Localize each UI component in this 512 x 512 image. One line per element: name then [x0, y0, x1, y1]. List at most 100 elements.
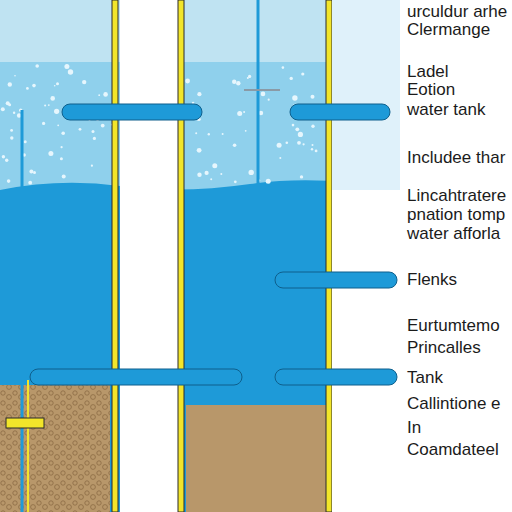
bubble	[303, 143, 305, 145]
bubble	[301, 72, 304, 75]
bubble	[220, 173, 222, 175]
pipe-wall	[178, 0, 184, 512]
water-body	[0, 180, 400, 512]
bubble	[245, 130, 247, 132]
bubble	[290, 77, 293, 80]
callout-label: Tank	[407, 368, 443, 388]
bubble	[60, 157, 63, 160]
callout-label: Eurtumtemo	[407, 316, 500, 336]
callout-label: Princalles	[407, 338, 481, 358]
bubble	[210, 178, 212, 180]
bubble	[197, 92, 201, 96]
bubble	[35, 64, 39, 68]
bubble	[298, 132, 303, 137]
callout-label: Includee thar	[407, 148, 505, 168]
side-panel	[332, 190, 400, 512]
bubble	[212, 163, 217, 168]
dip-tube	[21, 110, 24, 512]
bubble	[208, 133, 210, 135]
bubble	[98, 94, 100, 96]
bubble	[13, 112, 15, 114]
bubble	[54, 85, 56, 87]
pipe-column	[120, 0, 182, 512]
bubble	[222, 133, 224, 135]
bubble	[311, 148, 313, 150]
side-panel	[332, 0, 400, 512]
bubble	[56, 82, 59, 85]
level-mark	[244, 89, 280, 91]
float-marker	[6, 418, 44, 428]
bubble	[7, 179, 11, 183]
bubble	[64, 64, 69, 69]
bubble	[282, 66, 285, 69]
bubble	[57, 124, 59, 126]
bubble	[237, 111, 242, 116]
bubble	[249, 170, 254, 175]
bubble	[261, 92, 266, 97]
callout-label: water tank	[407, 100, 485, 120]
bubble	[103, 92, 108, 97]
bubble	[29, 170, 33, 174]
bubble	[205, 171, 209, 175]
bubble	[234, 180, 237, 183]
callout-label: urculdur arhe	[407, 2, 507, 22]
bubble	[62, 174, 66, 178]
bubble	[54, 109, 59, 114]
bubble	[197, 148, 202, 153]
dip-tube	[27, 380, 29, 512]
callout-label: Coamdateel	[407, 440, 499, 460]
bubble	[5, 159, 8, 162]
bubble	[61, 146, 63, 148]
callout-label: Eotion	[407, 80, 455, 100]
bubble	[247, 77, 249, 79]
bubble	[28, 181, 32, 185]
bubble	[48, 104, 50, 106]
sediment-bed	[186, 405, 326, 512]
bubble	[268, 99, 270, 101]
callout-label: Clermange	[407, 20, 490, 40]
pipe-wall	[112, 0, 118, 512]
bubble	[266, 179, 271, 184]
bubble	[6, 101, 10, 105]
bubble	[93, 137, 96, 140]
tank-wall	[326, 0, 332, 512]
bubble	[68, 69, 73, 74]
bubble	[292, 124, 295, 127]
bubble	[300, 175, 303, 178]
bubble	[82, 80, 86, 84]
bubble	[24, 140, 27, 143]
bubble	[232, 80, 236, 84]
bubble	[79, 128, 82, 131]
callout-label: Lincahtratere	[407, 186, 506, 206]
bubble	[286, 141, 289, 144]
callout-label: water afforla	[407, 224, 500, 244]
cross-pipes	[30, 104, 397, 385]
bubble	[33, 171, 36, 174]
bubble	[50, 96, 55, 101]
bubble	[297, 141, 301, 145]
bubble	[295, 127, 299, 131]
bubble	[42, 122, 45, 125]
bubble	[311, 125, 314, 128]
bubble	[277, 143, 282, 148]
bubble	[10, 136, 13, 139]
bubble	[195, 132, 197, 134]
bubble	[61, 131, 65, 135]
callout-label: Callintione e	[407, 394, 501, 414]
bubble	[101, 124, 105, 128]
callout-label: Flenks	[407, 270, 457, 290]
bubble	[14, 75, 16, 77]
callout-label: Ladel	[407, 62, 449, 82]
bubble	[32, 84, 36, 88]
bubble	[236, 81, 240, 85]
bubble	[92, 130, 95, 133]
bubble	[315, 150, 318, 153]
bubble	[185, 79, 190, 84]
bubble	[292, 95, 297, 100]
callout-label: pnation tomp	[407, 205, 505, 225]
bubble	[1, 107, 5, 111]
bubble	[279, 157, 281, 159]
bubble	[311, 95, 315, 99]
